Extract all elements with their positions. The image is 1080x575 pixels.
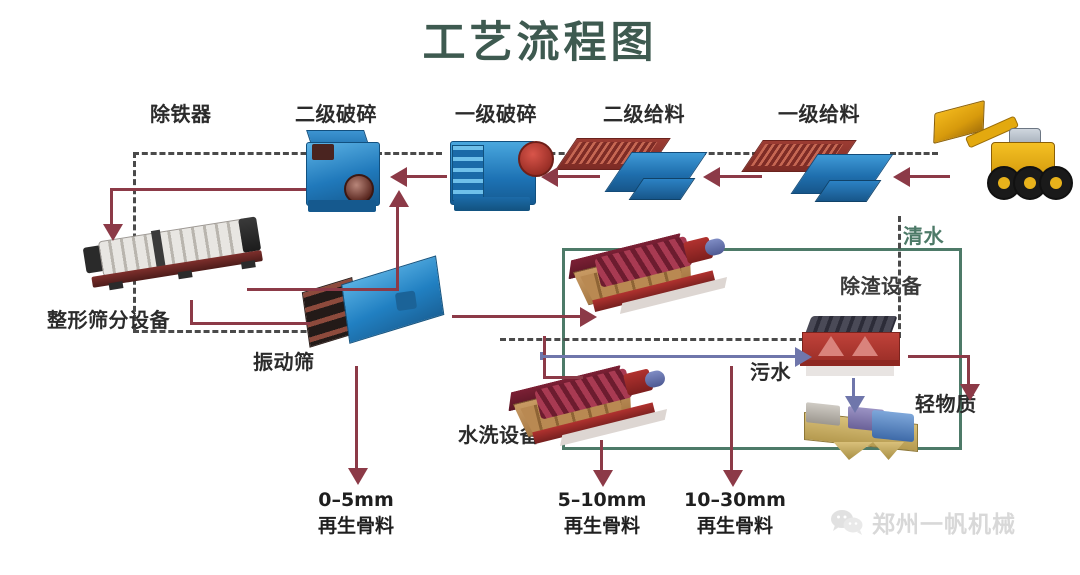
watermark-text: 郑州一帆机械: [872, 512, 1016, 538]
arrowhead-primary-to-secondary-feeder: [703, 167, 720, 187]
jaw-base: [454, 197, 530, 211]
flow-impact-to-trommel-horizontal: [110, 188, 306, 191]
arrowhead-to-trommel: [103, 224, 123, 241]
slag-remover-chute-right: [852, 336, 878, 356]
label-secondary-feeding: 二级给料: [603, 102, 685, 126]
label-iron-remover: 除铁器: [150, 102, 212, 126]
label-clean-water: 清水: [903, 224, 944, 248]
secondary-vibrating-feeder: [555, 138, 708, 208]
flow-screen-to-trommel-horizontal: [190, 322, 310, 325]
flow-upper-washer-to-lower: [543, 376, 583, 379]
output-label-0-5mm: 0–5mm 再生骨料: [292, 488, 420, 539]
watermark: 郑州一帆机械: [830, 505, 1016, 539]
wechat-icon: [831, 510, 863, 535]
label-vibrating-screen: 振动筛: [253, 350, 315, 374]
label-waste-water: 污水: [750, 360, 791, 384]
trommel-foot-right: [240, 260, 256, 270]
slag-remover-hopper: [802, 332, 900, 362]
dashed-guide-top-left: [133, 152, 333, 155]
output-label-10-30mm: 10–30mm 再生骨料: [666, 488, 804, 539]
dashed-guide-bottom-left: [133, 330, 333, 333]
slag-remover-pan: [806, 366, 894, 376]
arrowhead-jaw-to-impact: [390, 167, 407, 187]
arrowhead-secondary-feeder-to-jaw: [541, 167, 558, 187]
slag-remover-rail: [800, 360, 900, 366]
output-size-10-30mm: 10–30mm: [684, 489, 786, 511]
separator-drive-housing: [806, 402, 840, 426]
light-material-separator: [800, 398, 925, 468]
label-shaping-screening: 整形筛分设备: [47, 308, 170, 332]
output-size-0-5mm: 0–5mm: [318, 489, 394, 511]
arrowhead-slag-to-separator: [845, 396, 865, 413]
flow-secondary-feeder-to-jaw: [556, 175, 600, 178]
flow-trommel-to-impact-vertical: [396, 205, 399, 290]
flow-slag-to-light-vertical: [967, 355, 970, 387]
screen-body: [341, 255, 445, 344]
impact-crusher: [300, 130, 395, 220]
dashed-guide-row-a: [376, 152, 442, 155]
page-title: 工艺流程图: [422, 18, 658, 68]
impact-feed-opening: [312, 144, 334, 160]
trommel-head-pulley: [238, 216, 262, 253]
vibrating-screen: [300, 255, 453, 348]
trommel-foot-mid: [177, 270, 193, 280]
label-primary-crushing: 一级破碎: [455, 102, 537, 126]
output-size-5-10mm: 5–10mm: [557, 489, 647, 511]
jaw-side-ribs: [452, 145, 484, 201]
flow-washer-to-output-10-30: [730, 366, 733, 474]
impact-base: [308, 200, 376, 212]
arrowhead-loader-to-primary-feeder: [893, 167, 910, 187]
separator-legs: [818, 442, 904, 460]
arrowhead-waste-water: [795, 347, 812, 367]
label-primary-feeding: 一级给料: [778, 102, 860, 126]
dashed-guide-wash: [500, 338, 832, 341]
primary-vibrating-feeder: [741, 140, 894, 210]
flow-jaw-to-impact: [405, 175, 447, 178]
flow-screen-to-output-0-5: [355, 366, 358, 470]
slag-remover-chute-left: [818, 336, 844, 356]
flow-impact-to-trommel-vertical: [110, 188, 113, 226]
dashed-guide-row-d: [890, 152, 938, 155]
wheel-loader: [933, 100, 1073, 200]
trommel-foot-left: [108, 281, 124, 291]
flow-slag-to-light-horizontal: [908, 355, 970, 358]
slag-remover: [800, 316, 905, 378]
dashed-guide-clean-water: [898, 216, 901, 338]
arrowhead-output-5-10: [593, 470, 613, 487]
label-slag-removal: 除渣设备: [840, 274, 922, 298]
arrowhead-light-material: [960, 384, 980, 401]
flow-primary-to-secondary-feeder: [718, 175, 762, 178]
flow-trommel-to-impact-horizontal: [247, 288, 399, 291]
arrowhead-output-10-30: [723, 470, 743, 487]
screen-exciter: [394, 290, 418, 312]
label-secondary-crushing: 二级破碎: [295, 102, 377, 126]
dashed-guide-row-c: [700, 152, 758, 155]
flow-loader-to-primary-feeder: [908, 175, 950, 178]
flow-lower-washer-to-output-5-10: [600, 440, 603, 472]
separator-fan-section: [872, 409, 914, 443]
output-product-10-30mm: 再生骨料: [696, 514, 773, 537]
jaw-crusher: [440, 135, 560, 217]
output-product-0-5mm: 再生骨料: [317, 514, 394, 537]
arrowhead-screen-to-washer: [580, 307, 597, 327]
arrowhead-trommel-to-impact: [389, 190, 409, 207]
output-label-5-10mm: 5–10mm 再生骨料: [538, 488, 666, 539]
water-recirculation-boundary: [562, 248, 962, 450]
loader-wheel-rear: [1039, 166, 1073, 200]
arrowhead-output-0-5: [348, 468, 368, 485]
flow-slag-to-separator: [852, 378, 855, 400]
output-product-5-10mm: 再生骨料: [563, 514, 640, 537]
flow-screen-to-trommel-vertical: [190, 300, 193, 324]
flow-screen-to-washer: [452, 315, 582, 318]
waste-water-to-slag-remover: [540, 355, 798, 358]
impact-rotor-shaft: [344, 174, 374, 204]
